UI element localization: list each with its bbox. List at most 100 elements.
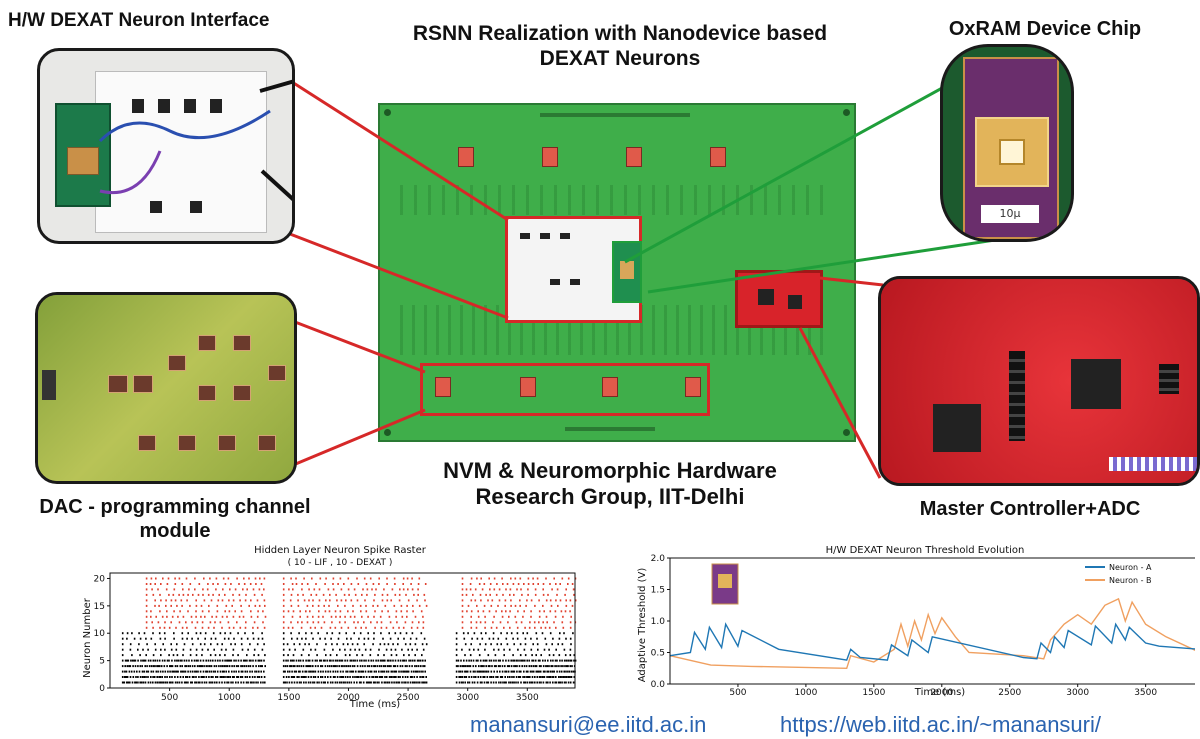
spike-mark (352, 659, 355, 662)
spike-mark (212, 583, 214, 585)
spike-mark (303, 681, 305, 684)
spike-mark (208, 610, 210, 613)
controller-texture (881, 279, 1197, 483)
spike-mark (212, 593, 214, 596)
spike-mark (232, 626, 235, 629)
spike-mark (366, 665, 369, 668)
spike-mark (386, 577, 388, 580)
spike-mark (411, 621, 414, 624)
spike-mark (145, 588, 148, 591)
spike-mark (395, 670, 398, 673)
spike-mark (212, 670, 215, 673)
spike-mark (243, 665, 246, 668)
mounting-hole (384, 109, 391, 116)
spike-mark (141, 676, 144, 678)
spike-mark (563, 648, 566, 651)
spike-mark (465, 670, 468, 673)
spike-mark (353, 632, 355, 635)
spike-mark (205, 659, 207, 662)
spike-mark (353, 681, 355, 684)
spike-mark (233, 659, 235, 662)
spike-mark (158, 632, 161, 635)
spike-mark (308, 665, 311, 668)
spike-mark (513, 643, 515, 646)
spike-mark (390, 670, 393, 673)
spike-mark (364, 670, 367, 673)
spike-mark (197, 637, 199, 640)
spike-mark (386, 659, 389, 662)
spike-mark (216, 643, 219, 646)
spike-mark (382, 659, 385, 662)
spike-mark (348, 681, 350, 684)
website-link[interactable]: https://web.iitd.ac.in/~manansuri/ (780, 712, 1101, 737)
spike-mark (411, 577, 413, 580)
spike-mark (155, 577, 157, 580)
spike-mark (308, 643, 310, 646)
board-bottom-label (565, 427, 655, 431)
spike-mark (357, 676, 360, 678)
spike-mark (261, 593, 263, 596)
spike-mark (418, 670, 420, 673)
spike-mark (170, 665, 172, 668)
spike-mark (204, 615, 206, 618)
spike-mark (297, 593, 299, 596)
spike-mark (349, 615, 352, 618)
spike-mark (300, 626, 303, 629)
spike-mark (365, 604, 367, 607)
spike-mark (302, 676, 304, 678)
spike-mark (210, 676, 213, 678)
spike-mark (323, 621, 326, 624)
spike-mark (403, 670, 406, 673)
spike-mark (394, 648, 397, 651)
spike-mark (398, 626, 400, 629)
spike-mark (540, 676, 542, 678)
spike-mark (226, 665, 229, 668)
spike-mark (223, 637, 226, 640)
spike-mark (354, 626, 357, 629)
spike-mark (408, 654, 410, 657)
spike-mark (219, 621, 222, 624)
spike-mark (306, 665, 309, 668)
spike-mark (248, 659, 251, 662)
spike-mark (145, 615, 148, 618)
spike-mark (369, 681, 371, 684)
spike-mark (310, 593, 312, 596)
threshold-legend: Neuron - A Neuron - B (1085, 563, 1152, 585)
spike-mark (241, 665, 244, 668)
spike-mark (195, 654, 198, 657)
spike-mark (159, 676, 162, 678)
spike-mark (421, 681, 423, 684)
spike-mark (540, 681, 542, 684)
spike-mark (200, 665, 202, 668)
spike-mark (252, 659, 254, 662)
spike-mark (239, 676, 242, 678)
email-link[interactable]: manansuri@ee.iitd.ac.in (470, 712, 707, 737)
spike-mark (475, 621, 478, 624)
spike-mark (227, 577, 230, 580)
spike-mark (367, 632, 369, 635)
spike-mark (413, 593, 415, 596)
spike-mark (458, 681, 461, 684)
spike-mark (142, 659, 144, 662)
spike-mark (174, 659, 176, 662)
spike-mark (175, 670, 178, 673)
spike-mark (156, 665, 158, 668)
spike-mark (530, 615, 532, 618)
spike-mark (538, 670, 540, 673)
module-ic (520, 233, 530, 239)
spike-mark (545, 615, 548, 618)
spike-mark (327, 676, 329, 678)
spike-mark (417, 583, 420, 585)
spike-mark (201, 681, 203, 684)
spike-mark (484, 643, 487, 646)
spike-mark (312, 670, 315, 673)
spike-mark (512, 659, 514, 662)
spike-mark (474, 676, 477, 678)
spike-mark (320, 681, 323, 684)
spike-mark (375, 670, 377, 673)
spike-mark (301, 637, 303, 640)
chip-die-frame (975, 117, 1049, 187)
spike-mark (308, 654, 310, 657)
spike-mark (335, 593, 337, 596)
